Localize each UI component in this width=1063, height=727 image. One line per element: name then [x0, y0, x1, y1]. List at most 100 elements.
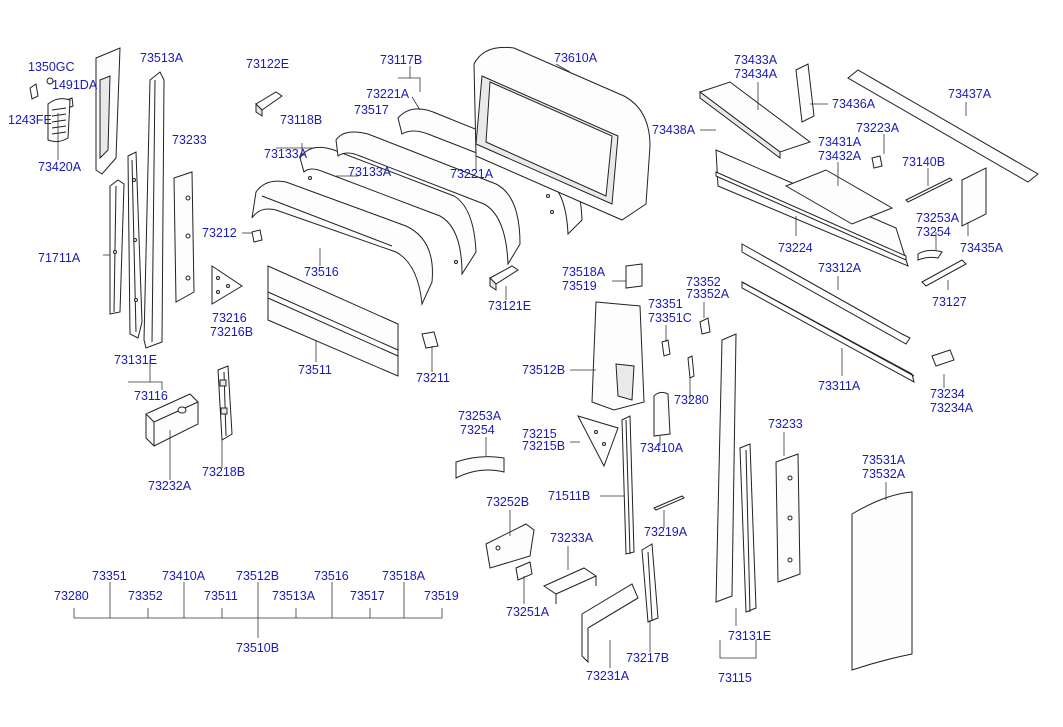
label-73517: 73517 — [354, 103, 389, 117]
label-73234a: 73234A — [930, 401, 974, 415]
tree-label-73410a: 73410A — [162, 569, 206, 583]
label-73254-right: 73254 — [916, 225, 951, 239]
part-73211-clip — [421, 331, 439, 349]
part-73216-gusset — [211, 265, 243, 305]
leader-lines — [57, 63, 969, 668]
part-73252b-bracket — [485, 523, 535, 569]
part-73219a-rod — [653, 495, 685, 511]
part-73253a-mid-pad — [455, 456, 505, 479]
part-73511-panel — [267, 265, 399, 377]
part-73231a-plate — [581, 583, 639, 664]
label-73233-right: 73233 — [768, 417, 803, 431]
tree-label-73352: 73352 — [128, 589, 163, 603]
part-73251a-clip — [515, 561, 533, 581]
label-73234: 73234 — [930, 387, 965, 401]
part-73117b-bow — [397, 108, 583, 236]
label-73117b: 73117B — [380, 53, 422, 67]
part-73431a-panel — [784, 169, 894, 225]
part-73122e-block — [255, 91, 283, 117]
tree-label-73517: 73517 — [350, 589, 385, 603]
part-73410a-cover — [653, 391, 671, 437]
label-73118b: 73118B — [280, 113, 322, 127]
part-73253a-right-pad — [917, 249, 943, 261]
label-73115: 73115 — [718, 671, 752, 685]
part-73311a-beam — [741, 281, 915, 383]
label-73218b: 73218B — [202, 465, 245, 479]
part-right-pillar — [715, 333, 737, 603]
label-73518a: 73518A — [562, 265, 606, 279]
part-73512b-panel — [591, 301, 645, 411]
label-73531a: 73531A — [862, 453, 906, 467]
label-73351: 73351 — [648, 297, 683, 311]
label-73219a: 73219A — [644, 525, 688, 539]
label-73211: 73211 — [416, 371, 450, 385]
label-73251a: 73251A — [506, 605, 550, 619]
tree-label-73510b: 73510B — [236, 641, 279, 655]
part-73232a-bracket — [145, 393, 199, 447]
label-73351c: 73351C — [648, 311, 692, 325]
part-main-pillar-left — [143, 71, 165, 349]
label-73253a-center: 73253A — [458, 409, 502, 423]
part-73121e-block — [489, 265, 519, 291]
label-71511b: 71511B — [548, 489, 590, 503]
part-71711a-channel — [109, 179, 125, 315]
label-73224: 73224 — [778, 241, 813, 255]
part-73131e-left-channel — [127, 151, 143, 339]
label-73233-left: 73233 — [172, 133, 207, 147]
part-73280-latch — [687, 355, 695, 379]
label-73435a: 73435A — [960, 241, 1004, 255]
label-1350gc: 1350GC — [28, 60, 75, 74]
part-73518a-pad — [625, 263, 643, 289]
label-73131e-left: 73131E — [114, 353, 157, 367]
label-73519: 73519 — [562, 279, 597, 293]
part-73433a-panel — [698, 81, 812, 159]
part-73233a-bracket — [542, 567, 598, 604]
label-73233a: 73233A — [550, 531, 594, 545]
part-73131e-right-channel — [739, 443, 757, 613]
part-73218b-strip — [217, 365, 233, 441]
label-1243fe: 1243FE — [8, 113, 52, 127]
label-73513a-top: 73513A — [140, 51, 184, 65]
part-73516-bow — [251, 180, 433, 306]
part-73517-bow — [335, 131, 521, 266]
label-73215b: 73215B — [522, 439, 565, 453]
label-73410a: 73410A — [640, 441, 684, 455]
label-73121e: 73121E — [488, 299, 531, 313]
label-73252b: 73252B — [486, 495, 529, 509]
tree-label-73513a: 73513A — [272, 589, 316, 603]
part-73133a-bow-1 — [299, 146, 477, 276]
part-73513a-pillar — [95, 47, 121, 175]
label-73610a: 73610A — [554, 51, 598, 65]
label-73231a: 73231A — [586, 669, 630, 683]
label-73431a: 73431A — [818, 135, 862, 149]
label-73216: 73216 — [212, 311, 247, 325]
label-1491da: 1491DA — [52, 78, 98, 92]
part-73127-strip — [921, 259, 967, 287]
label-73133a-2: 73133A — [348, 165, 392, 179]
tree-label-73518a: 73518A — [382, 569, 426, 583]
part-73217b-strip — [641, 543, 659, 623]
label-73280: 73280 — [674, 393, 709, 407]
tree-label-73511: 73511 — [204, 589, 238, 603]
tree-label-73351: 73351 — [92, 569, 127, 583]
part-73610a-window — [473, 46, 651, 221]
part-73352-bracket — [699, 317, 711, 335]
label-71711a: 71711A — [38, 251, 81, 265]
label-73140b: 73140B — [902, 155, 945, 169]
tree-label-73280: 73280 — [54, 589, 89, 603]
label-73516: 73516 — [304, 265, 339, 279]
label-73312a: 73312A — [818, 261, 862, 275]
label-73254-center: 73254 — [460, 423, 495, 437]
label-73511: 73511 — [298, 363, 332, 377]
part-73223a-pad — [871, 155, 883, 169]
part-73140b-strip — [905, 177, 953, 203]
part-labels: 1350GC 1491DA 1243FE 73420A 73513A 73233… — [8, 51, 1004, 685]
part-73435a-panel — [961, 167, 987, 227]
label-73420a: 73420A — [38, 160, 82, 174]
label-73432a: 73432A — [818, 149, 862, 163]
label-73223a: 73223A — [856, 121, 900, 135]
part-71511b-channel — [621, 415, 635, 555]
label-73212: 73212 — [202, 226, 237, 240]
tree-label-73516: 73516 — [314, 569, 349, 583]
